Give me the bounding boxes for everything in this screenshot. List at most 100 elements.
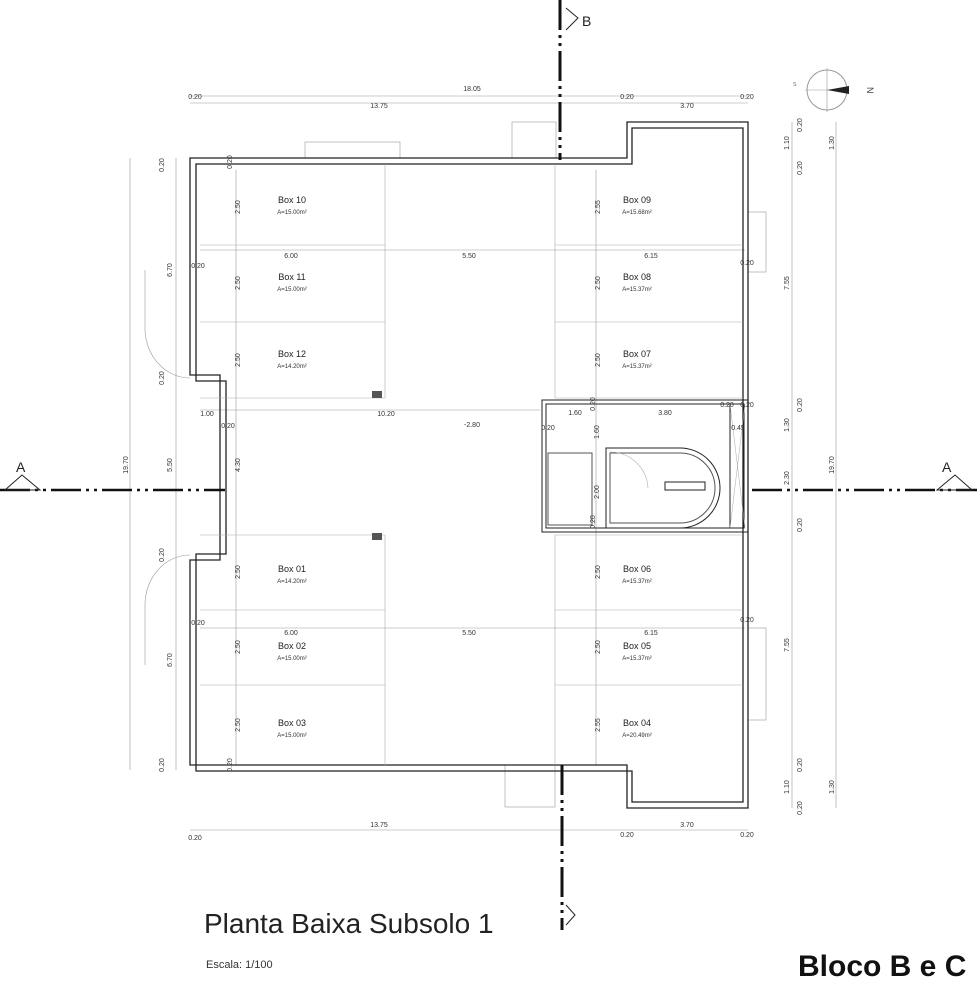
dimension-label: 0.20: [227, 155, 234, 169]
dimension-label: 0.20: [159, 158, 166, 172]
dimension-label: 2.50: [595, 640, 602, 654]
dimension-label: 0.20: [188, 835, 202, 842]
dimension-label: 13.75: [370, 103, 388, 110]
dimension-label: 0.20: [159, 548, 166, 562]
box-name: Box 03: [278, 718, 306, 728]
box-name: Box 01: [278, 564, 306, 574]
box-area: A=15.37m²: [622, 287, 652, 293]
box-name: Box 02: [278, 641, 306, 651]
dimension-label: 0.20: [797, 758, 804, 772]
dimension-label: 0.20: [541, 425, 555, 432]
dimension-label: 0.20: [191, 620, 205, 627]
dimension-label: 1.00: [200, 411, 214, 418]
section-label-b: B: [582, 13, 591, 29]
dimension-label: 1.10: [784, 780, 791, 794]
dimension-lines: [129, 95, 837, 831]
dimension-label: 2.50: [235, 718, 242, 732]
section-label-a-right: A: [942, 459, 952, 475]
dimension-label: 1.60: [594, 425, 601, 439]
dimension-label: 6.70: [167, 653, 174, 667]
drawing-title: Planta Baixa Subsolo 1: [204, 908, 494, 939]
dimension-label: 0.20: [159, 371, 166, 385]
dimension-label: 0.20: [227, 758, 234, 772]
box-name: Box 09: [623, 195, 651, 205]
box-area: A=20.49m²: [622, 733, 652, 739]
dimension-label: 0.20: [797, 801, 804, 815]
dimension-label: 2.50: [235, 640, 242, 654]
dimension-label: 2.30: [784, 471, 791, 485]
dimension-label: 5.50: [167, 458, 174, 472]
dimension-label: 19.70: [829, 456, 836, 474]
dimension-label: 0.20: [590, 397, 597, 411]
dimension-label: 6.00: [284, 630, 298, 637]
dimension-label: 2.50: [235, 200, 242, 214]
dimension-label: 13.75: [370, 822, 388, 829]
dimension-label: 3.70: [680, 103, 694, 110]
dimension-label: 0.20: [188, 94, 202, 101]
box-area: A=15.00m²: [277, 287, 307, 293]
dimension-label: 0.20: [740, 260, 754, 267]
dimension-label: 0.20: [740, 617, 754, 624]
box-name: Box 11: [278, 272, 305, 282]
dimension-label: 2.50: [595, 276, 602, 290]
compass-icon: N S: [793, 68, 875, 112]
dimension-label: 0.20: [159, 758, 166, 772]
dimension-label: 7.55: [784, 638, 791, 652]
dimension-label: 0.20: [740, 832, 754, 839]
box-area: A=15.37m²: [622, 656, 652, 662]
box-name: Box 07: [623, 349, 651, 359]
dimension-label: 6.15: [644, 253, 658, 260]
dimension-label: 0.20: [797, 161, 804, 175]
pillar: [372, 391, 382, 398]
dimension-label: 2.50: [235, 353, 242, 367]
dimension-label: 10.20: [377, 411, 395, 418]
dimension-label: 5.50: [462, 630, 476, 637]
dimension-label: 0.20: [590, 515, 597, 529]
dimension-label: 0.20: [221, 423, 235, 430]
box-area: A=15.00m²: [277, 656, 307, 662]
dimension-label: 6.00: [284, 253, 298, 260]
dimension-label: 0.20: [797, 518, 804, 532]
box-area: A=14.20m²: [277, 364, 307, 370]
dimension-label: 1.10: [784, 136, 791, 150]
dimension-label: 7.55: [784, 276, 791, 290]
section-label-a-left: A: [16, 459, 26, 475]
box-area: A=15.68m²: [622, 210, 652, 216]
box-area: A=15.37m²: [622, 579, 652, 585]
compass-south: S: [793, 82, 797, 88]
drawing-scale: Escala: 1/100: [206, 959, 273, 971]
dimension-label: 2.50: [235, 565, 242, 579]
dimension-label: 2.50: [235, 276, 242, 290]
section-cut-lines: [0, 0, 977, 930]
compass-north: N: [865, 87, 875, 94]
box-name: Box 12: [278, 349, 306, 359]
box-name: Box 06: [623, 564, 651, 574]
box-area: A=14.20m²: [277, 579, 307, 585]
block-label: Bloco B e C: [798, 950, 967, 983]
box-name: Box 04: [623, 718, 651, 728]
dimension-label: 0.20: [797, 398, 804, 412]
dimension-label: 1.30: [784, 418, 791, 432]
dimension-label: 6.70: [167, 263, 174, 277]
dimension-label: 0.20: [797, 118, 804, 132]
dimension-label: -2.80: [464, 422, 480, 429]
dimension-label: 3.70: [680, 822, 694, 829]
dimension-label: 5.50: [462, 253, 476, 260]
box-area: A=15.00m²: [277, 210, 307, 216]
box-name: Box 08: [623, 272, 651, 282]
dimension-label: 1.30: [829, 780, 836, 794]
parking-box-lines: [200, 164, 743, 765]
dimension-label: 6.15: [644, 630, 658, 637]
dimension-label: 2.55: [595, 718, 602, 732]
dimension-label: 2.00: [594, 485, 601, 499]
box-name: Box 05: [623, 641, 651, 651]
dimension-label: 2.55: [595, 200, 602, 214]
dimension-label: 0.20: [620, 832, 634, 839]
dimension-label: 0.20: [720, 402, 734, 409]
dimension-label: 19.70: [123, 456, 130, 474]
dimension-label: 4.30: [235, 458, 242, 472]
dimension-label: 0.20: [740, 94, 754, 101]
